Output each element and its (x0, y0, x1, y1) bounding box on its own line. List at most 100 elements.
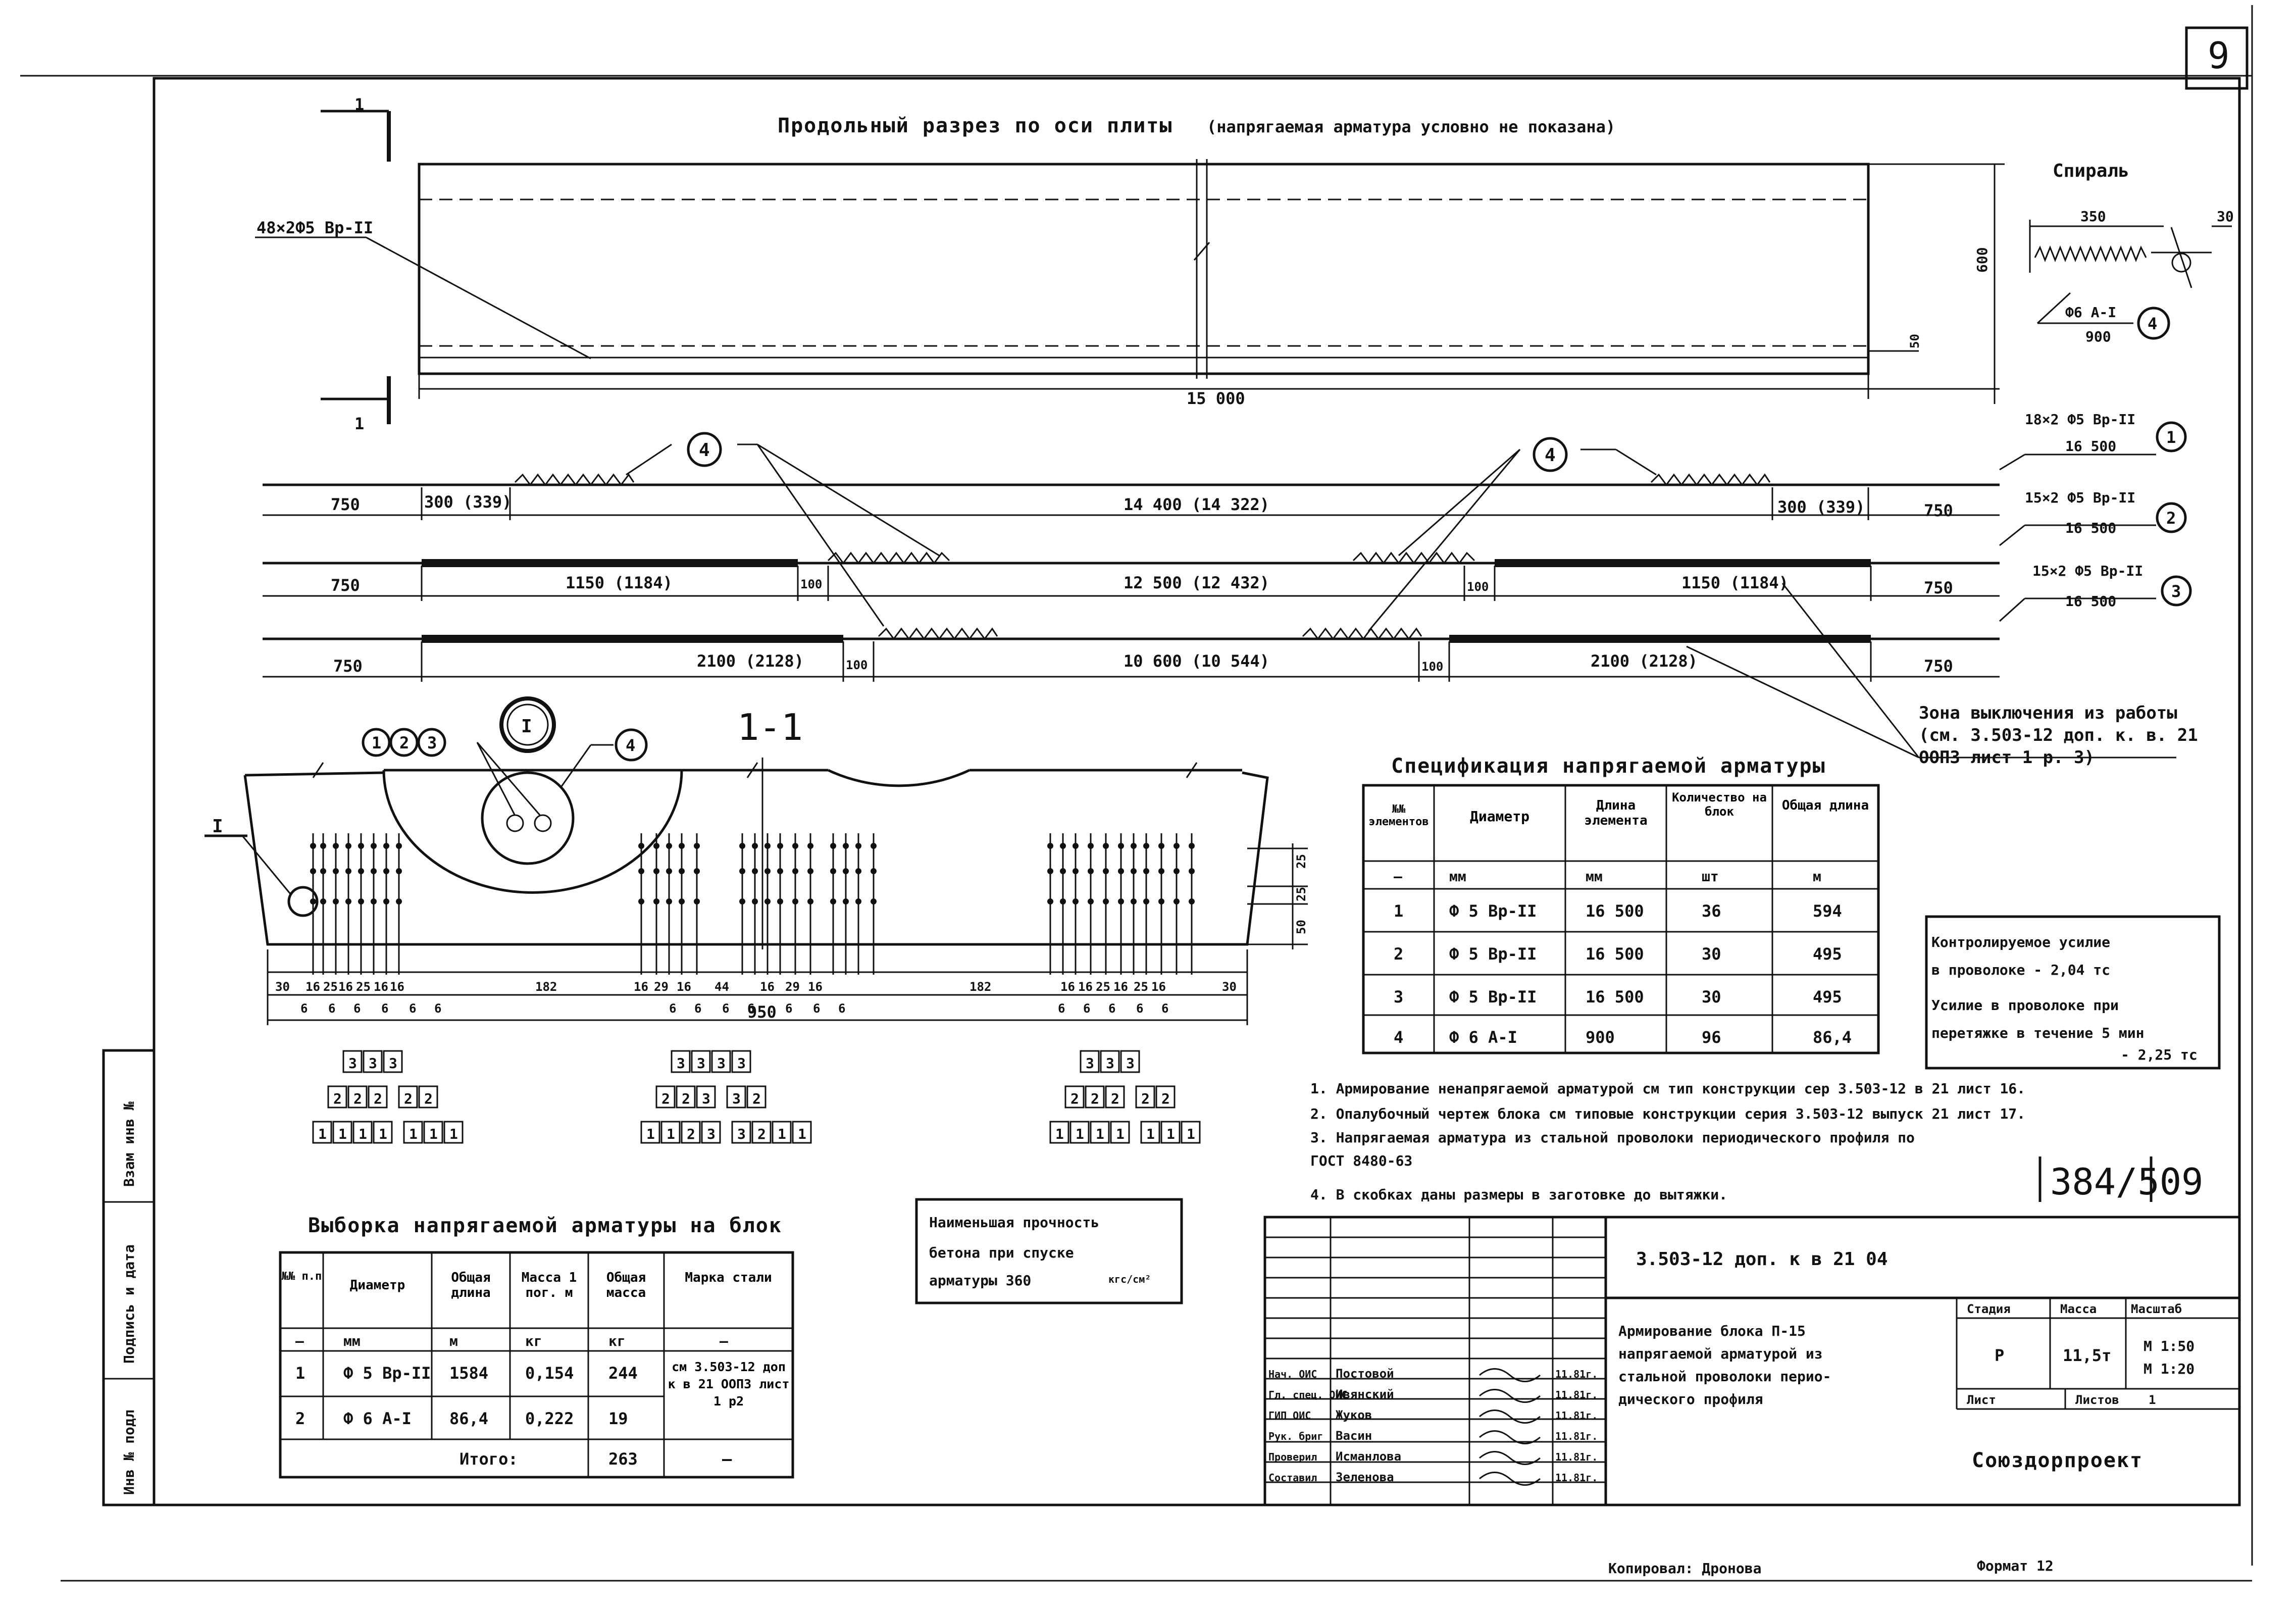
strand-dot (694, 898, 700, 904)
strand-dot (739, 868, 745, 874)
layout-box-label: 1 (1146, 1126, 1155, 1142)
layout-box (352, 1121, 373, 1144)
layout-box (731, 1050, 751, 1073)
signature-scribble (1479, 1472, 1541, 1486)
strand-dot (1088, 898, 1094, 904)
strand-dot (679, 843, 685, 849)
spec-hdr-1: Диаметр (1469, 808, 1529, 825)
layout-box-label: 3 (369, 1055, 377, 1072)
sample-hdr-cell-4: Общая масса (606, 1270, 646, 1300)
strand-dot (666, 898, 672, 904)
strand-dot (310, 868, 316, 874)
strand-2-dim-g: 750 (1924, 578, 1953, 597)
cross-top-dim: 25 (1134, 980, 1148, 994)
sample-total-mark: — (722, 1449, 732, 1469)
layout-box (1140, 1121, 1160, 1144)
strand-dot (871, 868, 877, 874)
strength-line-3: арматуры 360 (929, 1272, 1031, 1289)
cross-sub-dim: 6 (694, 1001, 701, 1016)
cross-sub-dim: 6 (1083, 1001, 1090, 1016)
spec-cell: 16 500 (1586, 901, 1644, 921)
sample-unit-cell: мм (343, 1333, 361, 1349)
strand-dot (1103, 843, 1109, 849)
staff-name: Исманлова (1336, 1449, 1401, 1464)
slab-section (255, 110, 2005, 424)
strand-dot (792, 898, 798, 904)
detail-I-circle-label: I (521, 716, 532, 737)
cross-top-dim: 16 (305, 980, 320, 994)
sample-cell: Ф 6 А-I (343, 1409, 412, 1428)
spiral-callouts (626, 432, 1657, 632)
strand-dot (1103, 898, 1109, 904)
sample-cell: 1584 (449, 1364, 488, 1383)
spec-hdr-cell-4: Общая длина (1782, 798, 1869, 813)
cross-top-dim: 30 (1222, 980, 1237, 994)
spec-cell: Ф 6 А-I (1449, 1028, 1517, 1047)
strand-dot (855, 843, 861, 849)
strand-dot (764, 843, 771, 849)
strand-1-dim-b: 300 (339) (424, 492, 512, 512)
format-label: Формат 12 (1977, 1557, 2054, 1574)
strand-dot (1189, 898, 1195, 904)
layout-box (1064, 1085, 1085, 1109)
layout-box (398, 1085, 418, 1109)
layout-box (312, 1121, 332, 1144)
cross-top-dim: 25 (1096, 980, 1110, 994)
strand-3 (263, 575, 2192, 682)
layout-box-label: 1 (1187, 1126, 1195, 1142)
title-block-grid (1263, 1216, 2241, 1506)
layout-box-label: 3 (677, 1055, 685, 1072)
strand-dot (1189, 868, 1195, 874)
cross-section-title: 1-1 (737, 706, 803, 748)
cut-mark-top: 1 (354, 95, 364, 114)
layout-box-label: 3 (737, 1055, 746, 1072)
spiral-rebar: Ф6 А-I (2065, 304, 2116, 321)
signature-scribble (1479, 1389, 1541, 1403)
stamp-signature-label: Подпись и дата (121, 1244, 137, 1364)
staff-date: 11.81г. (1555, 1389, 1598, 1401)
sample-hdr-1: Диаметр (349, 1278, 405, 1293)
note-1: 1. Армирование ненапрягаемой арматурой с… (1310, 1080, 2025, 1097)
strand-dot (371, 868, 377, 874)
strand-dot (1118, 843, 1124, 849)
strand-dot (1118, 898, 1124, 904)
strand-dot (830, 868, 836, 874)
layout-box (1080, 1050, 1100, 1073)
cross-sub-dim: 6 (434, 1001, 441, 1016)
cross-top-dim: 16 (1113, 980, 1128, 994)
strand-dot (383, 868, 389, 874)
layout-box-label: 1 (1096, 1126, 1104, 1142)
spiral-dim-30: 30 (2217, 208, 2234, 225)
spec-cell: 1 (1394, 901, 1403, 921)
sample-hdr-cell-5: Марка стали (685, 1270, 772, 1285)
cross-top-dim: 29 (785, 980, 800, 994)
strand-3-label: 15×2 Ф5 Вр-II (2032, 563, 2143, 579)
sample-unit-cell: кг (525, 1333, 542, 1349)
staff-name: Ивянский (1336, 1387, 1394, 1401)
cross-mark-4: 4 (626, 736, 635, 755)
strand-dot (1047, 868, 1053, 874)
layout-box-label: 2 (1161, 1090, 1170, 1107)
section-title: Продольный разрез по оси плиты (778, 114, 1172, 137)
cross-sub-dim: 6 (669, 1001, 676, 1016)
layout-box (711, 1050, 731, 1073)
strand-dot (843, 843, 849, 849)
strand-dot (310, 898, 316, 904)
strand-dot (764, 868, 771, 874)
layout-box (660, 1121, 681, 1144)
cross-top-dim: 25 (356, 980, 371, 994)
spec-hdr-2: Длина элемента (1584, 798, 1648, 828)
layout-box-label: 1 (429, 1126, 438, 1142)
strand-3-dim-a: 750 (333, 657, 363, 676)
strand-dot (1073, 898, 1079, 904)
strand-dot (855, 868, 861, 874)
force-line-1: Контролируемое усилие (1931, 934, 2110, 950)
strand-dot (1060, 843, 1066, 849)
title-desc-3: стальной проволоки перио- (1618, 1368, 1831, 1385)
staff-date: 11.81г. (1555, 1410, 1598, 1422)
staff-role: ГИП ОИС (1268, 1410, 1311, 1422)
sample-cell: 1 (295, 1364, 305, 1383)
spiral-dim-350: 350 (2080, 208, 2106, 225)
